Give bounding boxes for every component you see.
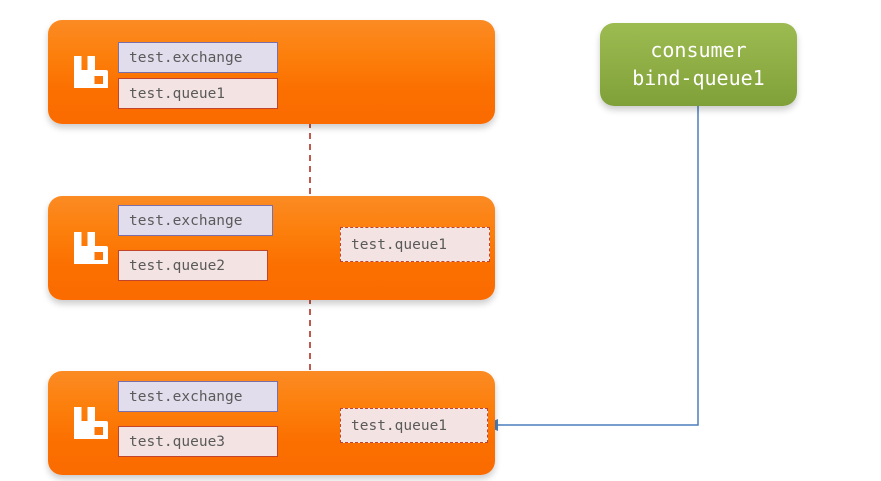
- queue-label: test.queue2: [129, 257, 226, 274]
- rabbitmq-node-3[interactable]: test.exchange test.queue3 test.queue1: [48, 371, 495, 475]
- queue-box[interactable]: test.queue1: [118, 78, 278, 109]
- exchange-label: test.exchange: [129, 49, 243, 66]
- exchange-label: test.exchange: [129, 388, 243, 405]
- consumer-node[interactable]: consumer bind-queue1: [600, 23, 797, 106]
- ghost-queue-box[interactable]: test.queue1: [340, 227, 490, 262]
- rabbitmq-node-2[interactable]: test.exchange test.queue2 test.queue1: [48, 196, 495, 300]
- queue-label: test.queue3: [129, 433, 226, 450]
- exchange-box[interactable]: test.exchange: [118, 42, 278, 73]
- exchange-box[interactable]: test.exchange: [118, 205, 273, 236]
- queue-box[interactable]: test.queue2: [118, 250, 268, 281]
- rabbitmq-logo-icon: [74, 56, 108, 88]
- exchange-box[interactable]: test.exchange: [118, 381, 278, 412]
- consumer-line-1: consumer: [650, 38, 747, 63]
- ghost-queue-label: test.queue1: [351, 417, 448, 434]
- consumer-line-2: bind-queue1: [632, 65, 765, 90]
- consumer-path: [497, 106, 699, 426]
- queue-box[interactable]: test.queue3: [118, 426, 278, 457]
- queue-label: test.queue1: [129, 85, 226, 102]
- rabbitmq-node-1[interactable]: test.exchange test.queue1: [48, 20, 495, 124]
- ghost-queue-box[interactable]: test.queue1: [340, 408, 488, 443]
- ghost-queue-label: test.queue1: [351, 236, 448, 253]
- exchange-label: test.exchange: [129, 212, 243, 229]
- rabbitmq-logo-icon: [74, 407, 108, 439]
- rabbitmq-logo-icon: [74, 232, 108, 264]
